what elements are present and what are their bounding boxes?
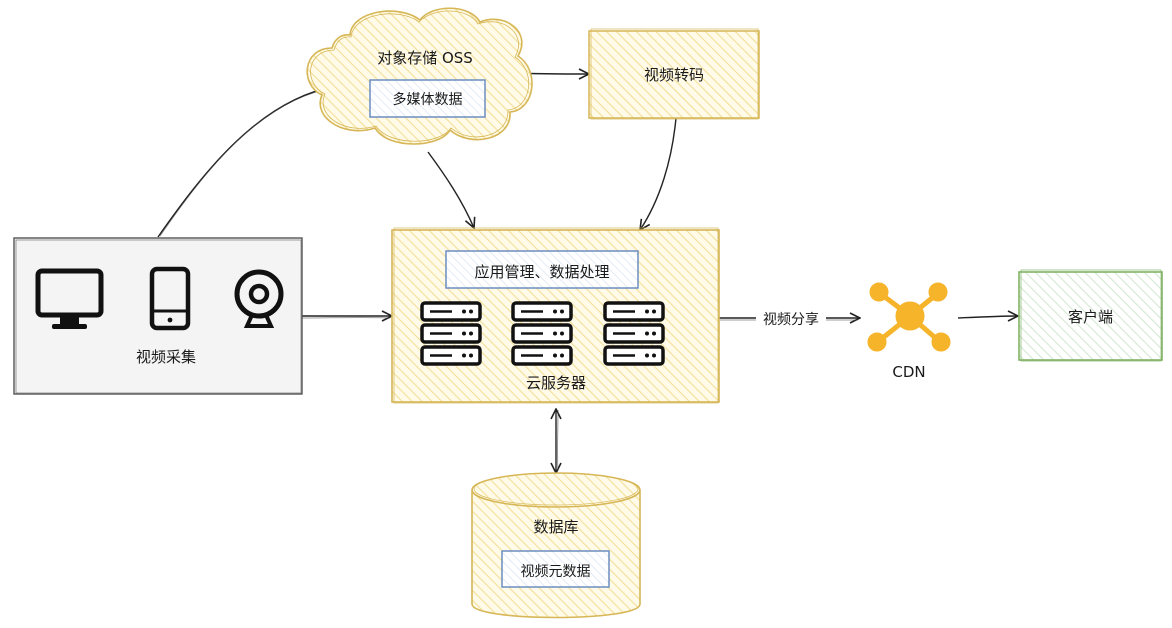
database-node bbox=[471, 472, 641, 619]
server-label: 云服务器 bbox=[525, 374, 586, 392]
edge-transcode-to-server bbox=[640, 117, 677, 230]
database-inner-label: 视频元数据 bbox=[520, 564, 591, 580]
capture-label: 视频采集 bbox=[135, 348, 196, 366]
oss-inner-label: 多媒体数据 bbox=[392, 92, 463, 108]
server-rack-icon bbox=[603, 301, 665, 366]
server-rack-icon bbox=[511, 301, 573, 366]
monitor-icon bbox=[35, 268, 104, 329]
capture-node bbox=[13, 237, 303, 395]
transcode-label: 视频转码 bbox=[643, 66, 704, 84]
transcode-node bbox=[588, 28, 760, 120]
client-label: 客户端 bbox=[1067, 308, 1113, 326]
webcam-icon bbox=[234, 269, 284, 328]
server-node bbox=[391, 227, 720, 404]
oss-cloud-node bbox=[306, 7, 533, 145]
client-node bbox=[1018, 269, 1163, 362]
server-inner-label: 应用管理、数据处理 bbox=[474, 263, 610, 281]
share-edge-label: 视频分享 bbox=[756, 309, 826, 329]
server-rack-icon bbox=[420, 301, 482, 366]
database-title: 数据库 bbox=[533, 518, 579, 536]
edge-oss-to-server bbox=[427, 151, 474, 228]
edge-capture-to-oss bbox=[157, 86, 336, 238]
oss-title: 对象存储 OSS bbox=[377, 49, 473, 67]
edge-cdn-to-client bbox=[957, 316, 1018, 318]
tablet-icon bbox=[149, 266, 191, 331]
cdn-label: CDN bbox=[892, 363, 926, 381]
cdn-network-icon bbox=[867, 282, 951, 352]
